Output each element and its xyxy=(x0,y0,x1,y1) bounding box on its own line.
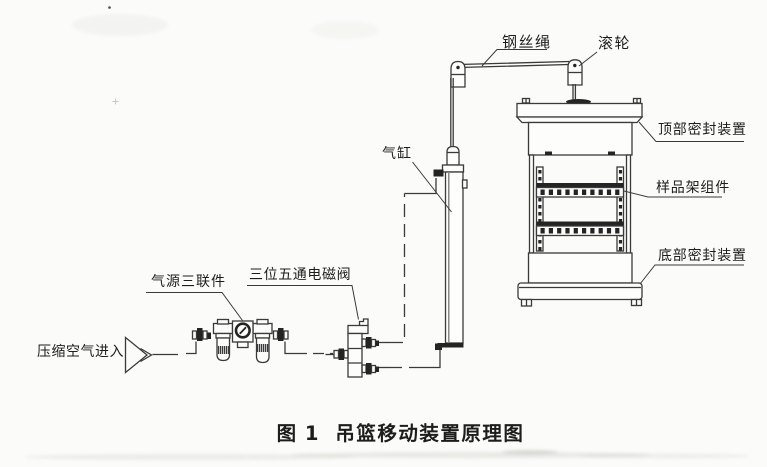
sample-rack-lower xyxy=(535,221,625,237)
roller-label: 滚轮 xyxy=(598,34,632,52)
pneumatic-lines xyxy=(152,178,441,369)
pulley-left xyxy=(450,60,466,88)
cylinder-bottom-port xyxy=(435,343,442,350)
frl-unit xyxy=(191,318,307,364)
bottom-seal-label: 底部密封装置 xyxy=(658,248,747,264)
valve-port-left xyxy=(325,348,349,360)
rail-right xyxy=(616,166,625,252)
vessel xyxy=(515,97,644,307)
leader-lines xyxy=(146,49,744,321)
cylinder xyxy=(433,145,468,350)
air-inlet-label: 压缩空气进入 xyxy=(37,344,124,360)
cylinder-label: 气缸 xyxy=(382,146,412,162)
top-seal-device xyxy=(515,97,644,156)
wire-rope-label: 钢丝绳 xyxy=(502,33,552,51)
rail-left xyxy=(535,166,544,252)
solenoid-valve xyxy=(325,318,390,378)
top-seal-label: 顶部密封装置 xyxy=(658,122,747,138)
valve-port-bottom-right xyxy=(361,363,390,375)
sample-rack-upper xyxy=(535,183,625,198)
pulley-right xyxy=(567,59,583,86)
air-inlet-symbol xyxy=(124,336,153,374)
bottom-seal-device xyxy=(517,252,643,307)
cylinder-top-port xyxy=(433,169,444,177)
wire-rope-and-pulleys xyxy=(450,59,583,147)
lubricator-bowl xyxy=(254,332,271,364)
filter-bowl xyxy=(215,332,231,362)
frl-unit-label: 气源三联件 xyxy=(151,274,226,290)
pipe-fitting xyxy=(272,328,289,341)
figure-number: 图 1 xyxy=(276,422,320,445)
regulator xyxy=(231,320,254,349)
figure-title: 吊篮移动装置原理图 xyxy=(335,422,525,445)
sample-rack-label: 样品架组件 xyxy=(656,180,730,196)
pipe-fitting xyxy=(191,328,211,341)
scan-noise xyxy=(25,6,750,460)
figure-caption: 图 1 吊篮移动装置原理图 xyxy=(17,417,767,446)
valve-port-top-right xyxy=(361,337,390,349)
solenoid-valve-label: 三位五通电磁阀 xyxy=(249,267,352,283)
